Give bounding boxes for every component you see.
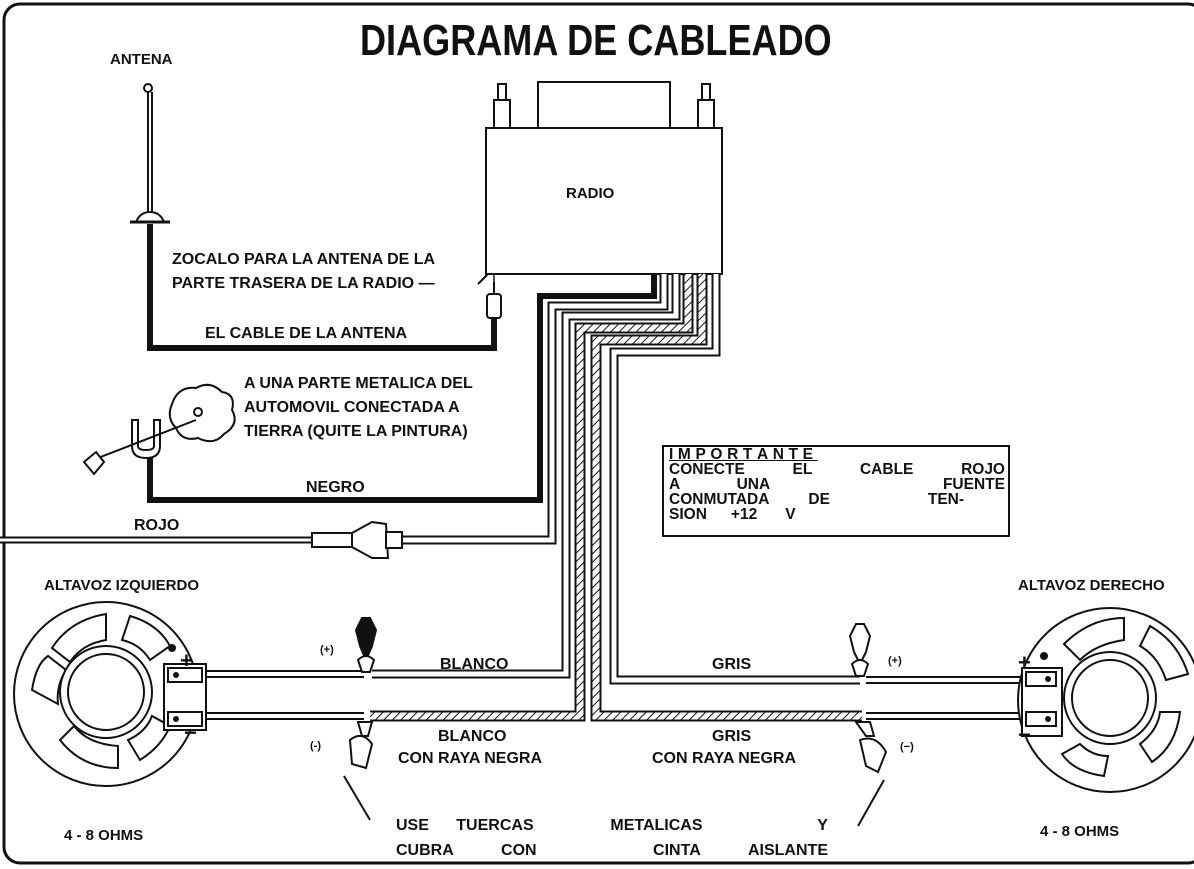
left-plus-polarity: (+): [320, 644, 334, 656]
left-minus-sign: −: [184, 720, 197, 745]
right-plus-sign: +: [1018, 650, 1031, 675]
white-black-label-line1: BLANCO: [438, 728, 507, 745]
ground-label-line2: AUTOMOVIL CONECTADA A: [244, 399, 460, 416]
leader-right: [857, 779, 885, 827]
socket-label-line2: PARTE TRASERA DE LA RADIO —: [172, 275, 435, 292]
left-plus-connector-icon: [354, 617, 378, 673]
right-speaker-leads: [866, 676, 1030, 720]
white-wire-label: BLANCO: [440, 656, 509, 673]
right-speaker-label: ALTAVOZ DERECHO: [1018, 577, 1165, 594]
left-plus-sign: +: [180, 648, 193, 673]
right-plus-polarity: (+): [888, 655, 902, 667]
antenna-label: ANTENA: [110, 51, 173, 68]
gray-black-label-line2: CON RAYA NEGRA: [652, 750, 797, 767]
antenna-plug-icon: [486, 274, 502, 319]
left-speaker-label: ALTAVOZ IZQUIERDO: [44, 577, 199, 594]
page-title: DIAGRAMA DE CABLEADO: [360, 16, 832, 65]
ground-label-line3: TIERRA (QUITE LA PINTURA): [244, 423, 468, 440]
antenna-cable-line: [147, 224, 497, 351]
leader-left: [343, 775, 371, 821]
radio-unit: [485, 81, 723, 275]
white-black-label-line2: CON RAYA NEGRA: [398, 750, 543, 767]
left-ohms-label: 4 - 8 OHMS: [64, 827, 144, 844]
black-wire-label: NEGRO: [306, 479, 365, 496]
fuse-holder-icon: [0, 520, 403, 559]
ground-label-line1: A UNA PARTE METALICA DEL: [244, 375, 473, 392]
left-minus-polarity: (-): [310, 740, 321, 752]
black-wire: [147, 274, 657, 503]
left-speaker-leads: [206, 670, 364, 720]
white-wire: [372, 274, 681, 679]
gray-black-label-line1: GRIS: [712, 728, 752, 745]
left-speaker-icon: [13, 601, 207, 787]
antenna-cable-label: EL CABLE DE LA ANTENA: [205, 325, 408, 342]
radio-label: RADIO: [566, 185, 615, 202]
red-wire-label: ROJO: [134, 517, 180, 534]
right-minus-sign: −: [1018, 722, 1031, 747]
right-ohms-label: 4 - 8 OHMS: [1040, 823, 1120, 840]
right-minus-connector-icon: [854, 721, 888, 774]
gray-wire-label: GRIS: [712, 656, 752, 673]
right-minus-polarity: (−): [900, 741, 914, 753]
antenna-icon: [130, 83, 170, 224]
right-plus-connector-icon: [848, 623, 872, 677]
socket-label-line1: ZOCALO PARA LA ANTENA DE LA: [172, 251, 436, 268]
left-minus-connector-icon: [348, 721, 374, 770]
right-speaker-icon: [1017, 607, 1194, 793]
ground-lug-icon: [82, 383, 236, 476]
